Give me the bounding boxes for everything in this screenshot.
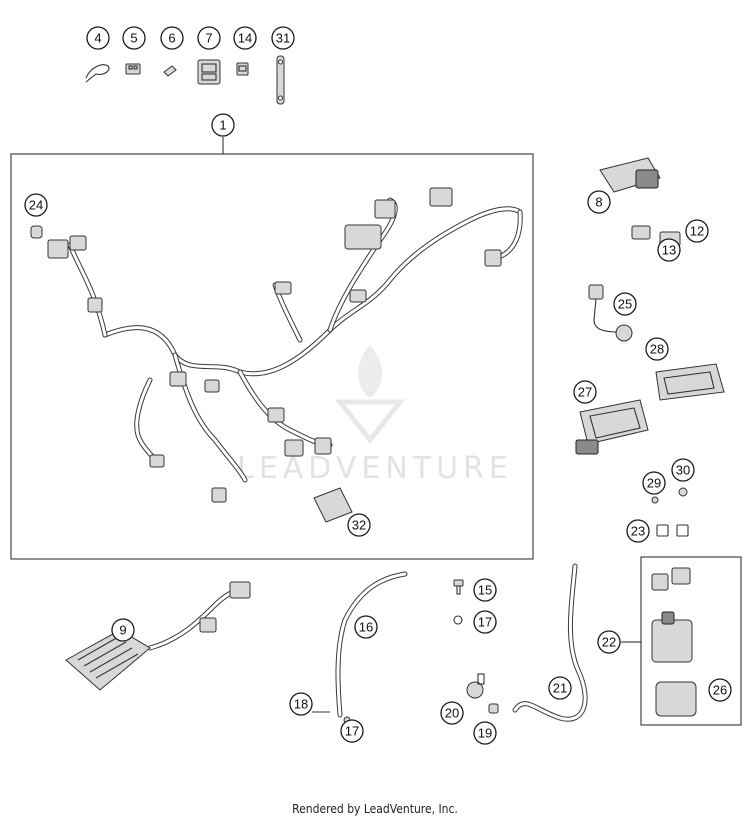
- part-terminal-6: [163, 65, 177, 77]
- callout-17: 17: [473, 610, 497, 634]
- part-ground-cable-16: [312, 571, 408, 724]
- callout-24: 24: [24, 193, 48, 217]
- part-pad-32: [313, 487, 353, 523]
- callout-label: 9: [119, 623, 126, 638]
- callout-label: 6: [168, 31, 175, 46]
- callout-label: 8: [595, 195, 602, 210]
- watermark-flame-icon: [357, 345, 383, 398]
- callout-26: 26: [708, 678, 732, 702]
- callout-label: 17: [345, 724, 359, 739]
- part-battery-box-27: [575, 399, 649, 455]
- callout-18: 18: [289, 692, 313, 716]
- callout-9: 9: [111, 618, 135, 642]
- part-grommet-24: [30, 225, 43, 239]
- part-starter-relay-22: [651, 567, 693, 663]
- callout-31: 31: [271, 26, 295, 50]
- part-voltage-regulator-9: [65, 581, 251, 691]
- callout-12: 12: [685, 219, 709, 243]
- callout-14: 14: [233, 26, 257, 50]
- part-connector-7: [197, 59, 221, 85]
- part-connector-14: [236, 62, 249, 76]
- callout-label: 16: [359, 620, 373, 635]
- harness-frame: [10, 153, 534, 560]
- callout-22: 22: [597, 630, 621, 654]
- callout-5: 5: [122, 26, 146, 50]
- callout-label: 23: [631, 524, 645, 539]
- callout-label: 13: [662, 243, 676, 258]
- callout-13: 13: [657, 238, 681, 262]
- callout-32: 32: [347, 513, 371, 537]
- callout-7: 7: [197, 26, 221, 50]
- callout-label: 31: [276, 31, 290, 46]
- part-connector-5: [125, 63, 141, 75]
- callout-label: 4: [94, 31, 101, 46]
- callout-16: 16: [354, 615, 378, 639]
- callout-30: 30: [671, 458, 695, 482]
- part-washer-17: [453, 615, 463, 625]
- part-starter-cable-21: [512, 563, 588, 722]
- callout-label: 22: [602, 635, 616, 650]
- callout-label: 19: [478, 726, 492, 741]
- part-screws-29-30: [651, 487, 688, 504]
- callout-8: 8: [587, 190, 611, 214]
- credit-text: Rendered by LeadVenture, Inc.: [292, 802, 458, 816]
- callout-label: 27: [578, 385, 592, 400]
- callout-label: 15: [478, 583, 492, 598]
- callout-label: 1: [219, 118, 226, 133]
- relay-frame: [640, 556, 742, 726]
- callout-25: 25: [613, 292, 637, 316]
- callout-1: 1: [211, 113, 235, 137]
- watermark-text: LEADVENTURE: [237, 451, 513, 486]
- callout-label: 7: [205, 31, 212, 46]
- part-control-unit-8: [599, 157, 661, 193]
- part-cable-tie: [85, 64, 110, 83]
- callout-label: 12: [690, 224, 704, 239]
- callout-label: 20: [445, 706, 459, 721]
- callout-label: 26: [713, 683, 727, 698]
- callout-label: 24: [29, 198, 43, 213]
- callout-label: 21: [553, 681, 567, 696]
- callout-label: 25: [618, 297, 632, 312]
- watermark-v-icon: [334, 399, 406, 445]
- part-relay-cover-26: [655, 681, 697, 717]
- part-nut-19: [488, 703, 499, 714]
- callout-20: 20: [440, 701, 464, 725]
- part-bracket-31: [276, 55, 285, 105]
- part-battery-tray-28: [655, 363, 725, 401]
- callout-21: 21: [548, 676, 572, 700]
- part-clips-23: [656, 524, 689, 537]
- callout-17: 17: [340, 719, 364, 743]
- callout-label: 14: [238, 31, 252, 46]
- callout-29: 29: [642, 471, 666, 495]
- callout-label: 29: [647, 476, 661, 491]
- callout-15: 15: [473, 578, 497, 602]
- part-terminal-20: [466, 673, 485, 699]
- watermark: LEADVENTURE: [237, 345, 513, 486]
- callout-label: 32: [352, 518, 366, 533]
- part-sensor-25: [588, 284, 633, 342]
- callout-23: 23: [626, 519, 650, 543]
- callout-label: 28: [650, 342, 664, 357]
- callout-label: 30: [676, 463, 690, 478]
- callout-6: 6: [160, 26, 184, 50]
- callout-label: 17: [478, 615, 492, 630]
- callout-28: 28: [645, 337, 669, 361]
- callout-label: 5: [130, 31, 137, 46]
- callout-19: 19: [473, 721, 497, 745]
- callout-27: 27: [573, 380, 597, 404]
- callout-label: 18: [294, 697, 308, 712]
- part-wiring-harness: [47, 187, 523, 503]
- part-screw-15: [453, 579, 464, 595]
- callout-4: 4: [86, 26, 110, 50]
